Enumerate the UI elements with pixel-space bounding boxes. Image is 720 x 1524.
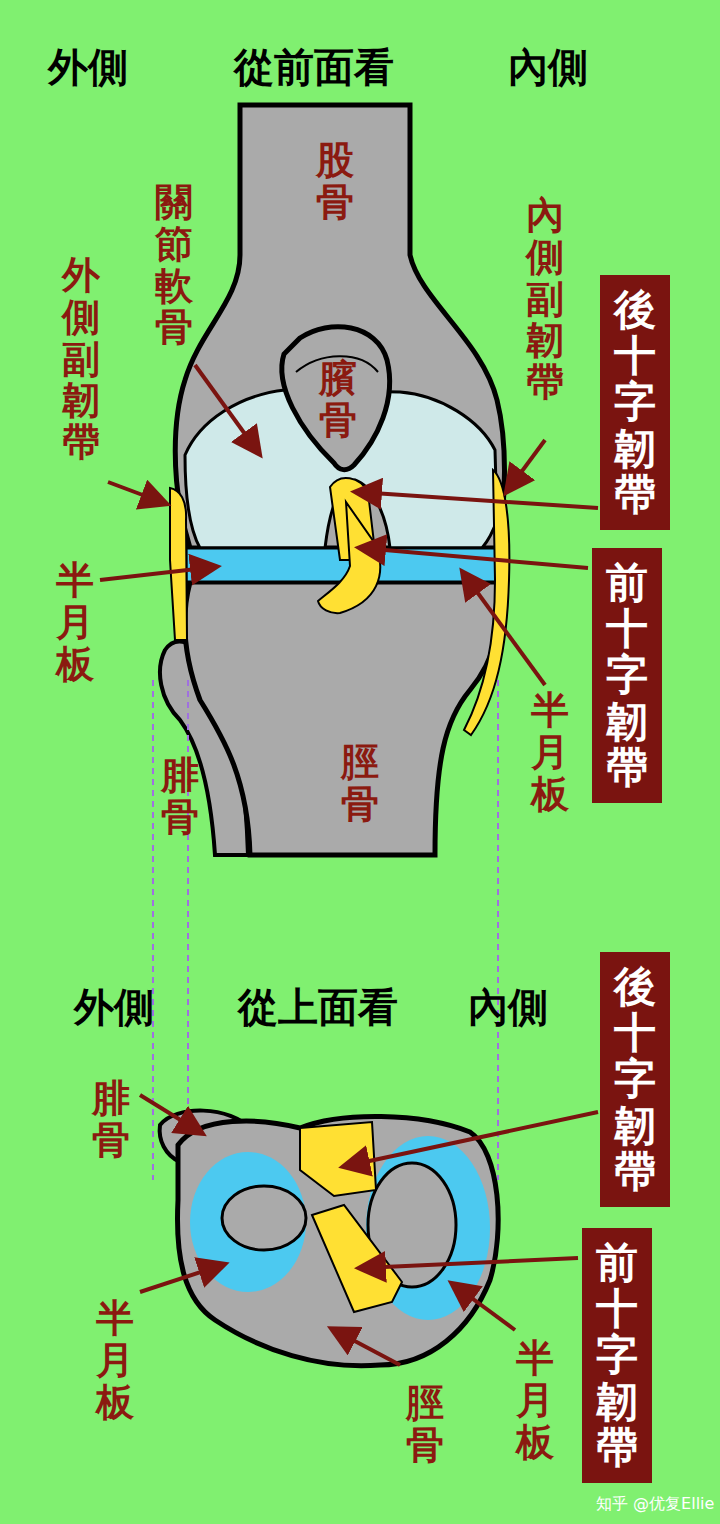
part-name: 腓骨: [92, 1078, 130, 1162]
ligament-label-box: 前十字韌帶: [592, 548, 662, 803]
part-name: 脛骨: [406, 1383, 444, 1467]
ligament-name: 前十字韌帶: [596, 1240, 638, 1471]
part-name: 半月板: [56, 560, 94, 685]
view-title: 從前面看: [234, 40, 394, 95]
side-header: 外側: [48, 40, 128, 95]
view-title: 從上面看: [238, 980, 398, 1035]
part-name: 關節軟骨: [155, 182, 193, 349]
part-name: 脛骨: [341, 742, 379, 826]
watermark: 知乎 @优复Ellie: [596, 1494, 714, 1515]
side-header: 內側: [468, 980, 548, 1035]
ligament-label-box: 前十字韌帶: [582, 1228, 652, 1483]
ligament-label-box: 後十字韌帶: [600, 275, 670, 530]
side-header: 內側: [508, 40, 588, 95]
ligament-name: 前十字韌帶: [606, 560, 648, 791]
part-name: 內側副韌帶: [526, 195, 564, 404]
part-name: 腓骨: [161, 755, 199, 839]
part-name: 半月板: [96, 1298, 134, 1423]
part-name: 股骨: [316, 140, 354, 224]
part-name: 外側副韌帶: [62, 255, 100, 464]
part-name: 半月板: [516, 1338, 554, 1463]
part-name: 臏骨: [319, 358, 357, 442]
ligament-name: 後十字韌帶: [614, 287, 656, 518]
ligament-label-box: 後十字韌帶: [600, 952, 670, 1207]
part-name: 半月板: [531, 690, 569, 815]
ligament-name: 後十字韌帶: [614, 964, 656, 1195]
side-header: 外側: [74, 980, 154, 1035]
